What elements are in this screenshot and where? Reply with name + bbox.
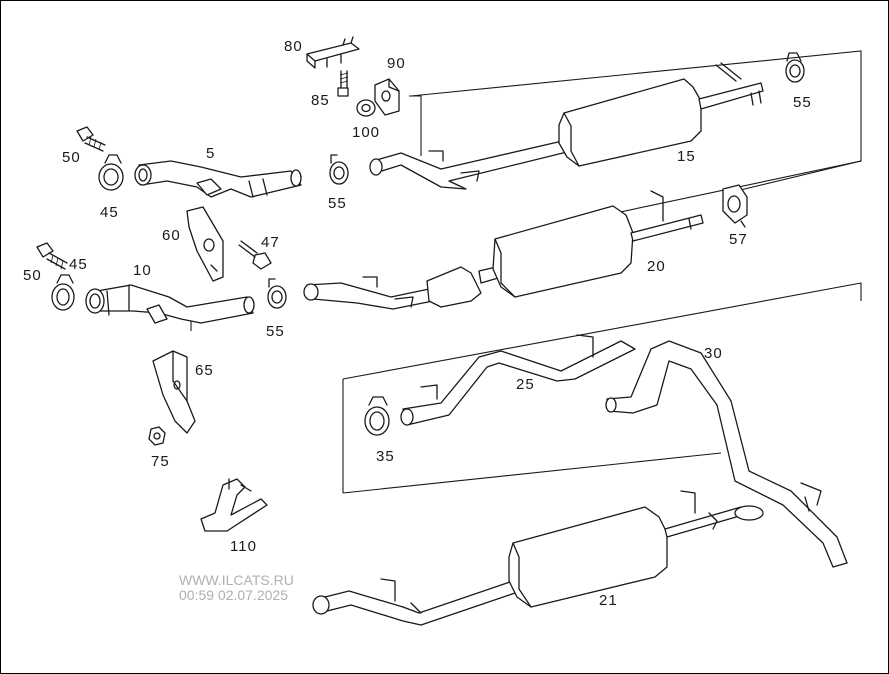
part-80-bracket — [306, 36, 360, 69]
part-10-front-pipe — [85, 284, 255, 324]
part-110-bracket — [200, 478, 268, 532]
part-60-bracket — [186, 206, 224, 282]
label-part-60: 60 — [162, 227, 181, 244]
label-part-35: 35 — [376, 448, 395, 465]
part-21-rear-silencer-bottom — [312, 490, 764, 626]
label-part-55-bottom: 55 — [266, 323, 285, 340]
part-65-bracket — [152, 350, 196, 434]
part-55-clamp-mid — [329, 154, 349, 185]
label-part-47: 47 — [261, 234, 280, 251]
label-part-80: 80 — [284, 38, 303, 55]
label-part-10: 10 — [133, 262, 152, 279]
label-part-5: 5 — [206, 145, 216, 162]
label-part-100: 100 — [352, 124, 381, 141]
label-part-15: 15 — [677, 148, 696, 165]
part-20-center-silencer — [303, 190, 704, 310]
label-part-50-bottom: 50 — [23, 267, 42, 284]
label-part-21: 21 — [599, 592, 618, 609]
label-part-90: 90 — [387, 55, 406, 72]
label-part-110: 110 — [230, 538, 257, 555]
part-15-rear-silencer — [369, 62, 764, 190]
part-5-front-pipe — [134, 160, 302, 198]
part-55-clamp-bottom — [267, 278, 287, 309]
label-part-25: 25 — [516, 376, 535, 393]
part-90-rubber-mount — [374, 78, 400, 116]
label-part-55-top: 55 — [793, 94, 812, 111]
label-part-50-top: 50 — [62, 149, 81, 166]
part-100-nut — [356, 99, 376, 117]
label-part-75: 75 — [151, 453, 170, 470]
part-25-intermediate-pipe — [400, 334, 636, 426]
part-45-clamp-top — [98, 154, 124, 191]
part-30-tailpipe — [605, 340, 848, 568]
label-part-65: 65 — [195, 362, 214, 379]
label-part-45-top: 45 — [100, 204, 119, 221]
label-part-30: 30 — [704, 345, 723, 362]
part-75-nut — [148, 426, 166, 446]
part-55-clamp-top — [785, 52, 805, 83]
part-50-bolt-bottom — [36, 242, 68, 270]
part-45-clamp-bottom — [51, 274, 75, 311]
part-47-bolt — [238, 240, 272, 270]
part-50-bolt-top — [76, 126, 106, 152]
part-35-clamp — [364, 396, 390, 436]
label-part-55-mid: 55 — [328, 195, 347, 212]
label-part-85: 85 — [311, 92, 330, 109]
part-57-gasket — [722, 184, 748, 228]
part-85-bolt — [337, 70, 349, 97]
label-part-57: 57 — [729, 231, 748, 248]
watermark-timestamp: 00:59 02.07.2025 — [179, 587, 288, 603]
label-part-45-bottom: 45 — [69, 256, 88, 273]
watermark-site: WWW.ILCATS.RU — [179, 572, 294, 588]
label-part-20: 20 — [647, 258, 666, 275]
